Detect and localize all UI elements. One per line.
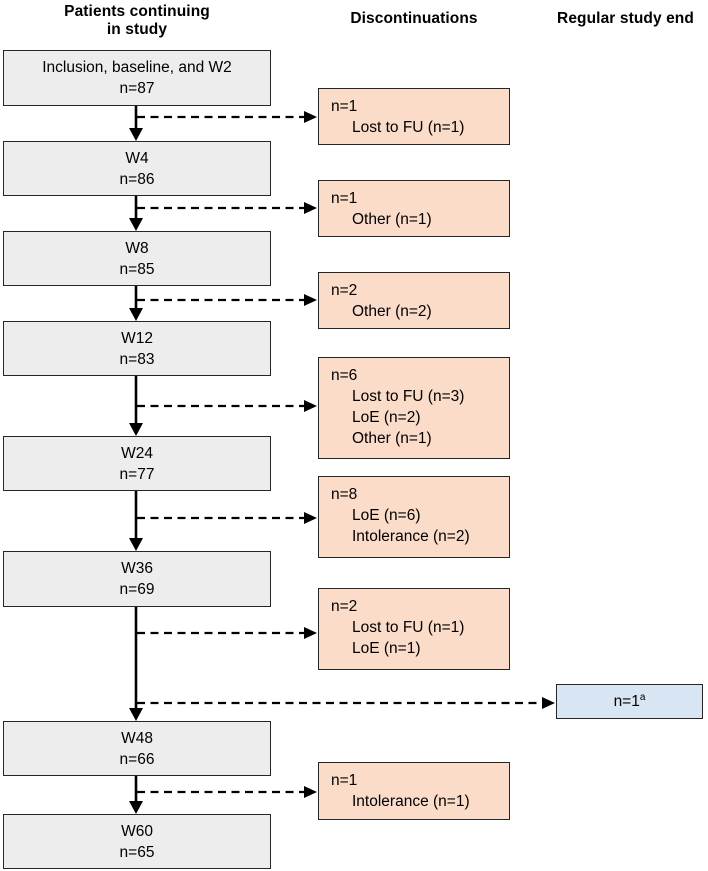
study-box-inclusion-w2: Inclusion, baseline, and W2 n=87 (3, 50, 271, 106)
discontinuation-reason: Intolerance (n=2) (352, 528, 470, 545)
discontinuation-reason: Lost to FU (n=3) (352, 388, 465, 405)
solid-arrow-3 (129, 286, 143, 321)
study-box-w4: W4 n=86 (3, 141, 271, 196)
study-box-label: W4 (125, 149, 149, 167)
study-box-label: Inclusion, baseline, and W2 (42, 59, 232, 76)
solid-arrow-1 (129, 106, 143, 141)
regular-end-value: n=1a (614, 691, 646, 712)
discontinuation-total: n=6 (331, 367, 358, 384)
discontinuation-total: n=1 (331, 190, 358, 207)
column-header-regular-study-end: Regular study end (557, 10, 694, 27)
study-box-w24: W24 n=77 (3, 436, 271, 491)
study-box-w48: W48 n=66 (3, 721, 271, 776)
discontinuation-reason: Other (n=1) (352, 430, 432, 447)
study-box-label: W8 (125, 239, 149, 257)
dashed-arrow-regular-end (137, 697, 555, 709)
solid-arrow-7 (129, 776, 143, 814)
discontinuation-reason: Lost to FU (n=1) (352, 619, 465, 636)
discontinuation-box-3: n=2 Other (n=2) (318, 272, 510, 329)
discontinuation-box-4: n=6 Lost to FU (n=3) LoE (n=2) Other (n=… (318, 357, 510, 459)
study-box-label: W48 (121, 729, 153, 747)
discontinuation-total: n=2 (331, 598, 358, 615)
solid-arrow-2 (129, 196, 143, 231)
solid-arrow-4 (129, 376, 143, 436)
study-box-n: n=85 (119, 260, 155, 278)
discontinuation-total: n=2 (331, 282, 358, 299)
dashed-arrow-6 (137, 627, 317, 639)
solid-arrow-5 (129, 491, 143, 551)
study-box-n: n=86 (119, 170, 155, 188)
discontinuation-box-6: n=2 Lost to FU (n=1) LoE (n=1) (318, 588, 510, 670)
study-box-n: n=77 (119, 465, 155, 483)
discontinuation-box-5: n=8 LoE (n=6) Intolerance (n=2) (318, 476, 510, 558)
study-box-label: W12 (121, 329, 153, 347)
regular-end-n: n=1 (613, 693, 640, 710)
study-box-n: n=87 (119, 80, 155, 97)
study-box-label: W36 (121, 560, 153, 577)
study-box-label: W60 (121, 822, 153, 840)
column-header-patients: Patients continuing in study (14, 3, 260, 39)
discontinuation-reason: Other (n=1) (352, 211, 432, 228)
column-header-patients-line1: Patients continuing (64, 3, 210, 20)
discontinuation-reason: Other (n=2) (352, 303, 432, 320)
study-box-w60: W60 n=65 (3, 814, 271, 869)
dashed-arrow-4 (137, 400, 317, 412)
discontinuation-reason: Lost to FU (n=1) (352, 119, 465, 136)
column-header-patients-line2: in study (106, 21, 168, 38)
discontinuation-reason: Intolerance (n=1) (352, 793, 470, 810)
study-box-w36: W36 n=69 (3, 551, 271, 607)
regular-end-superscript: a (639, 691, 646, 703)
solid-arrow-6 (129, 607, 143, 721)
study-box-w8: W8 n=85 (3, 231, 271, 286)
discontinuation-total: n=8 (331, 486, 358, 503)
dashed-arrow-3 (137, 294, 317, 306)
discontinuation-reason: LoE (n=6) (352, 507, 421, 524)
column-header-discontinuations: Discontinuations (350, 10, 478, 27)
study-box-n: n=66 (119, 750, 155, 768)
study-box-w12: W12 n=83 (3, 321, 271, 376)
discontinuation-total: n=1 (331, 98, 358, 115)
dashed-arrow-1 (137, 111, 317, 123)
discontinuation-box-1: n=1 Lost to FU (n=1) (318, 88, 510, 145)
study-box-n: n=65 (119, 843, 155, 861)
discontinuation-reason: LoE (n=1) (352, 640, 421, 657)
discontinuation-box-2: n=1 Other (n=1) (318, 180, 510, 237)
discontinuation-reason: LoE (n=2) (352, 409, 421, 426)
dashed-arrow-2 (137, 202, 317, 214)
dashed-arrow-7 (137, 786, 317, 798)
regular-study-end-box: n=1a (556, 684, 703, 719)
study-box-n: n=83 (119, 350, 155, 368)
discontinuation-total: n=1 (331, 772, 358, 789)
dashed-arrow-5 (137, 512, 317, 524)
discontinuation-box-7: n=1 Intolerance (n=1) (318, 762, 510, 820)
study-box-n: n=69 (119, 581, 155, 598)
study-box-label: W24 (121, 444, 153, 462)
